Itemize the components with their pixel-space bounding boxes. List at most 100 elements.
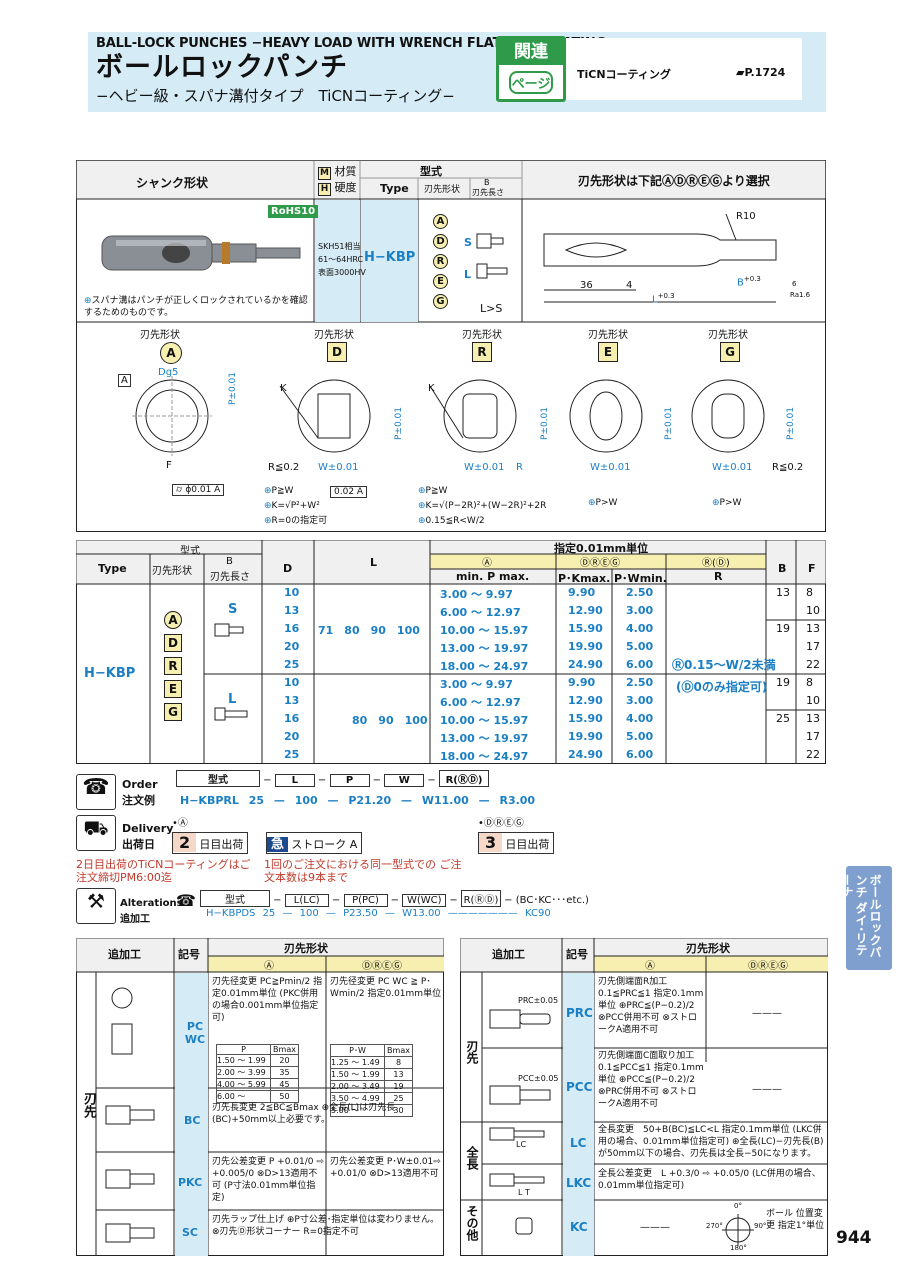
flatness-note: 0.02 A bbox=[330, 486, 368, 498]
order-headers: 型式 − L − P − W − R(ⓇⒹ) bbox=[176, 770, 516, 788]
spec-pw-min: 5.00 bbox=[626, 640, 654, 653]
b-header: B bbox=[484, 178, 490, 187]
material-header: M 材質 bbox=[318, 163, 357, 180]
angle-270: 270° bbox=[706, 1222, 723, 1230]
alt-lc-text: 全長変更 50+B(BC)≦LC<L 指定0.1mm単位 (LKC併用の場合、0… bbox=[598, 1125, 824, 1159]
s-label: S bbox=[464, 236, 472, 249]
dim-6: 6 bbox=[792, 280, 797, 288]
spec-f: 22 bbox=[806, 748, 820, 761]
code-pkc: PKC bbox=[178, 1176, 203, 1189]
tip-header: 刃先形状 bbox=[424, 185, 461, 195]
alt-pcwc-a: 刃先径変更 PC≧Pmin/2 指定0.01mm単位 (PKC併用の場合0.00… bbox=[212, 977, 323, 1023]
spec-minmax-h: min. P max. bbox=[456, 570, 530, 583]
alt-left-dreg-h: ⒹⓇⒺⒼ bbox=[362, 961, 402, 972]
p-tol-e: P±0.01 bbox=[664, 406, 674, 440]
delivery-2day: 2 日目出荷 bbox=[172, 832, 249, 854]
spec-f-h: F bbox=[808, 562, 816, 575]
order-label-en: Order bbox=[122, 778, 158, 791]
alt-left-tip-h: 刃先形状 bbox=[284, 942, 328, 955]
spec-f: 8 bbox=[806, 676, 813, 689]
spec-dreg-h: ⒹⓇⒺⒼ bbox=[580, 558, 620, 569]
shape-a-badge: A bbox=[160, 342, 182, 364]
truck-icon: ⛟ bbox=[76, 815, 116, 851]
alt-right-code-h: 記号 bbox=[566, 948, 588, 961]
shape-r-label: 刃先形状 bbox=[462, 330, 502, 341]
delivery-jp: 出荷日 bbox=[122, 838, 155, 851]
page-number: 944 bbox=[836, 1228, 872, 1248]
r-label: R bbox=[516, 462, 523, 473]
select-header: 刃先形状は下記ⒶⒹⓇⒺⒼより選択 bbox=[578, 174, 770, 188]
alt-bc-a: 刃先長変更 2≦BC≦Bmax ⊕全長(L)は刃先長(BC)+50mm以上必要で… bbox=[212, 1103, 396, 1125]
shape-g-label: 刃先形状 bbox=[708, 330, 748, 341]
s-l-icons bbox=[476, 233, 508, 279]
spec-f: 17 bbox=[806, 640, 820, 653]
shape-g-badge: G bbox=[720, 342, 740, 362]
alt-kc-text: ——— bbox=[640, 1222, 670, 1233]
subtitle: −ヘビー級・スパナ溝付タイプ TiCNコーティング− bbox=[96, 87, 455, 105]
spec-p-range: 10.00 ～ 15.97 bbox=[440, 624, 529, 637]
type-header: Type bbox=[380, 182, 409, 195]
wrench-note: ⊕スパナ溝はパンチが正しくロックされているかを確認するためのものです。 bbox=[84, 296, 308, 318]
spec-l: L bbox=[228, 692, 237, 707]
spec-pk-max: 12.90 bbox=[568, 694, 603, 707]
related-page-badge[interactable]: 関連 ページ bbox=[496, 36, 566, 102]
angle-0: 0° bbox=[734, 1202, 742, 1210]
alt-pcwc-b: 刃先径変更 PC WC ≧ P･Wmin/2 指定0.01mm単位 bbox=[330, 977, 442, 999]
alt-left-code-h: 記号 bbox=[178, 948, 200, 961]
r02-label-g: R≦0.2 bbox=[772, 462, 804, 473]
spec-f: 22 bbox=[806, 658, 820, 671]
spec-pk-max: 19.90 bbox=[568, 730, 603, 743]
alt-right-dreg-h: ⒹⓇⒺⒼ bbox=[748, 961, 788, 972]
spec-bb-h: B bbox=[778, 562, 787, 575]
spec-b-h: B bbox=[226, 556, 233, 567]
angle-90: 90° bbox=[754, 1222, 767, 1230]
spec-b: 25 bbox=[776, 712, 790, 725]
tool-icon: ⚒ bbox=[76, 888, 116, 924]
datum-a: A bbox=[118, 374, 131, 387]
spec-d-h: D bbox=[283, 562, 293, 575]
alt-headers: 型式 − L(LC) − P(PC) − W(WC) − R(ⓇⒹ) − (BC… bbox=[200, 890, 589, 907]
order-example: H−KBPRL 25 — 100 — P21.20 — W11.00 — R3.… bbox=[180, 794, 536, 807]
spec-pk-max: 9.90 bbox=[568, 676, 596, 689]
spec-d: 16 bbox=[284, 712, 300, 725]
dim-ra: Ra1.6 bbox=[790, 291, 811, 299]
spec-s-l-icons bbox=[214, 623, 248, 721]
spec-tips: A D R E G bbox=[164, 610, 182, 725]
alt-prc-text: 刃先側端面R加工 0.1≦PRC≦1 指定0.1mm単位 ⊕PRC≦(P−0.2… bbox=[598, 977, 704, 1035]
code-lc: LC bbox=[570, 1136, 587, 1150]
l-label: L bbox=[464, 268, 472, 281]
alt-prc-dreg: ——— bbox=[752, 1008, 782, 1019]
shape-r-badge: R bbox=[472, 342, 492, 362]
r02-label-d: R≦0.2 bbox=[268, 462, 300, 473]
alt-right-tip-h: 刃先形状 bbox=[686, 942, 730, 955]
shape-a-label: 刃先形状 bbox=[140, 330, 180, 341]
spec-unit-h: 指定0.01mm単位 bbox=[554, 542, 649, 555]
code-bc: BC bbox=[184, 1114, 201, 1127]
delivery-stroke: 急 ストローク A bbox=[266, 832, 363, 854]
page-title: ボールロックパンチ bbox=[96, 52, 348, 83]
spec-pk-max: 12.90 bbox=[568, 604, 603, 617]
shank-image bbox=[101, 235, 301, 271]
code-kc: KC bbox=[570, 1220, 588, 1234]
dp5-label: Dg5 bbox=[158, 367, 179, 378]
spec-d: 10 bbox=[284, 586, 300, 599]
dim-r10: R10 bbox=[736, 211, 756, 222]
lkc-fig: L T bbox=[518, 1188, 530, 1197]
side-tab[interactable]: ボールロックパンチ ダイ･リテーナ bbox=[840, 866, 892, 970]
alt-label-en: Alterations bbox=[120, 898, 183, 909]
alt-pkc-a: 刃先公差変更 P +0.01/0 ⇨ +0.005/0 ⊗D>13適用不可 (P… bbox=[212, 1157, 324, 1203]
related-page-link[interactable]: ▰P.1724 bbox=[736, 66, 786, 79]
spec-l-values: 71 80 90 100 bbox=[318, 624, 420, 637]
spec-pk-max: 9.90 bbox=[568, 586, 596, 599]
spec-d: 25 bbox=[284, 748, 300, 761]
related-item[interactable]: TiCNコーティング bbox=[577, 68, 671, 81]
prc-fig: PRC±0.05 bbox=[518, 996, 559, 1005]
related-label: 関連 bbox=[499, 39, 563, 65]
spec-pw-h: P･Wmin. bbox=[614, 572, 667, 585]
alt-left-add-h: 追加工 bbox=[108, 948, 141, 961]
spec-b: 13 bbox=[776, 586, 790, 599]
w-tol-d: W±0.01 bbox=[318, 462, 359, 473]
shape-d-label: 刃先形状 bbox=[314, 330, 354, 341]
